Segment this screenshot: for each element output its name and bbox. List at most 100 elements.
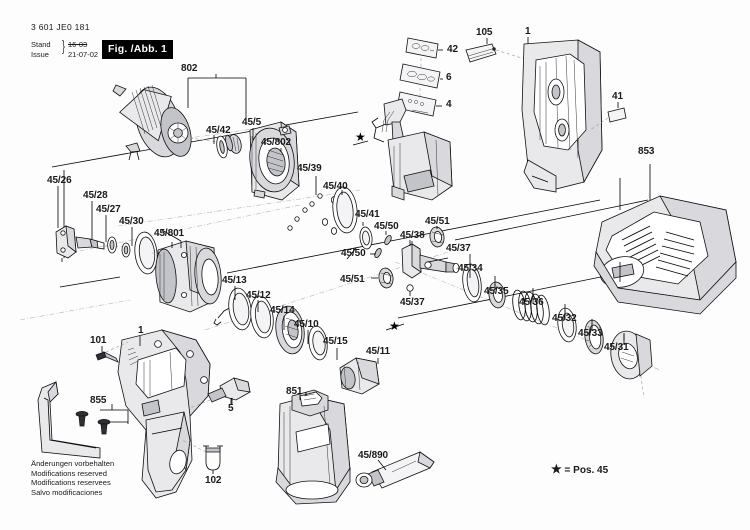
callout-45-38: 45/38 — [400, 230, 425, 241]
part-45-37-orings — [406, 257, 449, 296]
part-45-35 — [488, 281, 506, 309]
part-45-36 — [512, 289, 550, 326]
label-plates-group — [371, 37, 529, 201]
callout-41: 41 — [612, 91, 623, 102]
part-45-50-pins — [370, 231, 392, 258]
callout-42: 42 — [447, 44, 458, 55]
battery-charger — [593, 164, 737, 315]
revision-labels: Stand Issue — [31, 40, 61, 59]
part-45-15 — [308, 325, 328, 361]
callout-45-12: 45/12 — [246, 290, 271, 301]
part-45-801 — [155, 229, 222, 313]
star-marker-top: ★ — [355, 130, 366, 144]
belt-clip-bracket — [37, 381, 129, 459]
callout-45-31: 45/31 — [604, 342, 629, 353]
part-45-27 — [121, 242, 131, 258]
callout-802: 802 — [181, 63, 198, 74]
callout-45-50-a: 45/50 — [374, 221, 399, 232]
part-6 — [399, 63, 443, 96]
part-45-26 — [55, 225, 127, 259]
callout-45-36: 45/36 — [519, 297, 544, 308]
legend-label: = Pos. 45 — [564, 465, 609, 476]
star-marker-lower: ★ — [389, 319, 400, 333]
callout-45-890: 45/890 — [358, 450, 388, 461]
legend: ★ = Pos. 45 — [551, 462, 608, 476]
callout-45-27: 45/27 — [96, 204, 121, 215]
callout-45-50-b: 45/50 — [341, 248, 366, 259]
callout-45-15: 45/15 — [323, 336, 348, 347]
output-shaft-assembly — [359, 222, 653, 399]
part-102 — [181, 439, 223, 474]
switch-electronics — [371, 98, 453, 201]
callout-45-28: 45/28 — [83, 190, 108, 201]
part-45-51-bearings — [371, 226, 445, 289]
callout-851: 851 — [286, 386, 303, 397]
revision-block: Stand Issue } 16-03 21-07-02 — [31, 38, 99, 59]
part-45-31 — [610, 330, 653, 399]
callout-4: 4 — [446, 99, 452, 110]
callout-45-37-b: 45/37 — [400, 297, 425, 308]
notice-fr: Modifications reservees — [31, 478, 111, 488]
part-45-40 — [332, 186, 358, 234]
callout-5: 5 — [228, 403, 234, 414]
callout-855: 855 — [90, 395, 107, 406]
callout-45-35: 45/35 — [484, 286, 509, 297]
legend-star-icon: ★ — [551, 462, 562, 476]
callout-45-32: 45/32 — [552, 313, 577, 324]
callout-45-42: 45/42 — [206, 125, 231, 136]
modifications-notice: Änderungen vorbehalten Modifications res… — [31, 459, 114, 497]
callout-45-26: 45/26 — [47, 175, 72, 186]
label-stand: Stand — [31, 40, 51, 49]
gear-housing-assembly — [249, 121, 358, 235]
brace-glyph: } — [62, 38, 65, 55]
part-45-28 — [107, 236, 117, 254]
part-45-39 — [287, 176, 323, 231]
figure-badge: Fig. /Abb. 1 — [102, 40, 173, 59]
callout-45-30: 45/30 — [119, 216, 144, 227]
callout-45-41: 45/41 — [355, 209, 380, 220]
callout-45-51-b: 45/51 — [340, 274, 365, 285]
part-45-10 — [275, 305, 305, 355]
callout-45-51-a: 45/51 — [425, 216, 450, 227]
leader-rails — [51, 111, 661, 331]
callout-45-39: 45/39 — [297, 163, 322, 174]
callout-45-40: 45/40 — [323, 181, 348, 192]
impact-mechanism — [55, 225, 380, 395]
part-45-42 — [216, 135, 228, 159]
part-45-14 — [250, 295, 274, 339]
callout-45-801: 45/801 — [154, 228, 184, 239]
part-45-34 — [462, 263, 482, 303]
revision-superseded: 16-03 — [68, 40, 88, 49]
part-45-33 — [584, 319, 604, 355]
callout-102: 102 — [205, 475, 222, 486]
callout-45-33: 45/33 — [578, 328, 603, 339]
notice-es: Salvo modificaciones — [31, 487, 103, 497]
callout-853: 853 — [638, 146, 655, 157]
drill-housing-left — [95, 329, 211, 499]
drill-housing-right — [521, 37, 627, 193]
callout-101: 101 — [90, 335, 107, 346]
callout-45-11: 45/11 — [366, 346, 390, 357]
part-45-11 — [339, 357, 380, 395]
part-5 — [189, 377, 251, 409]
notice-en: Modifications reserved — [31, 468, 107, 478]
callout-45-13: 45/13 — [222, 275, 247, 286]
part-855-screws — [75, 404, 129, 435]
motor-assembly — [112, 74, 247, 161]
callout-45-5: 45/5 — [242, 117, 262, 128]
callout-1-top: 1 — [525, 26, 531, 37]
callout-45-14: 45/14 — [270, 305, 295, 316]
callout-45-34: 45/34 — [458, 263, 483, 274]
part-45-32 — [557, 307, 577, 343]
label-issue: Issue — [31, 49, 49, 59]
revision-current: 21-07-02 — [68, 49, 99, 59]
part-101 — [95, 341, 129, 363]
callout-45-37-a: 45/37 — [446, 243, 471, 254]
callout-6: 6 — [446, 72, 452, 83]
misc-leaders — [57, 128, 625, 364]
callout-105: 105 — [476, 27, 493, 38]
callout-1-body: 1 — [138, 325, 144, 336]
part-code: 3 601 JE0 181 — [31, 22, 90, 32]
